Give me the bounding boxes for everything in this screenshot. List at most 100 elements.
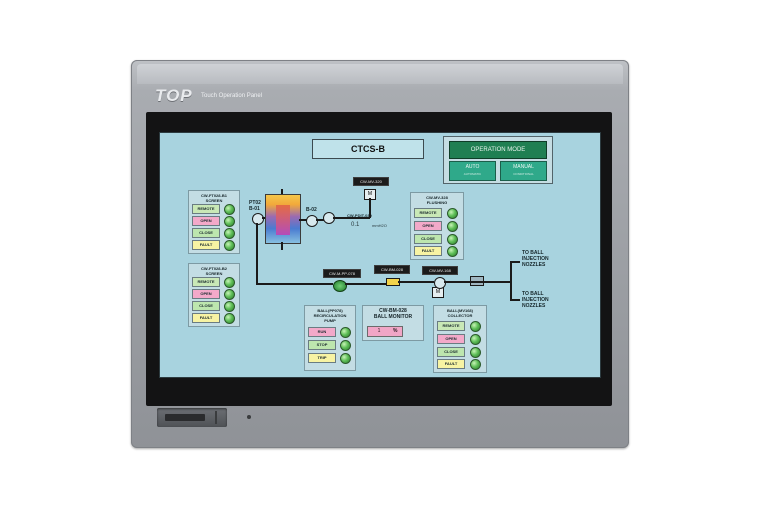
screen-b2-panel: CW-FT028-B2 SCREEN REMOTE OPEN CLOSE FAU… bbox=[188, 263, 240, 327]
pipe-segment bbox=[510, 261, 512, 301]
pipe-segment bbox=[256, 283, 333, 285]
ball-monitor-subtitle: BALL MONITOR bbox=[373, 314, 413, 320]
pump-trip-lamp bbox=[340, 353, 351, 364]
screen-b2-remote-lamp bbox=[224, 277, 235, 288]
ball-monitor-unit: % bbox=[393, 328, 398, 334]
pipe-segment bbox=[345, 283, 386, 285]
valve-b01-icon[interactable] bbox=[252, 213, 264, 225]
pdit-value: 0.1 bbox=[351, 222, 360, 228]
pump-run-button[interactable]: RUN bbox=[308, 327, 336, 337]
screen-b2-close-button[interactable]: CLOSE bbox=[192, 301, 220, 311]
mv168-tag: CW-MV-168 bbox=[422, 266, 458, 275]
pump-trip-indicator: TRIP bbox=[308, 353, 336, 363]
operation-mode-title: OPERATION MODE bbox=[449, 141, 547, 159]
operation-mode-panel: OPERATION MODE AUTO AUTOMATIC MANUAL CON… bbox=[443, 136, 553, 184]
pipe-segment bbox=[281, 242, 283, 250]
screen-b1-fault-indicator: FAULT bbox=[192, 240, 220, 250]
collector-fault-lamp bbox=[470, 359, 481, 370]
pump-subtitle-2: PUMP bbox=[324, 318, 336, 323]
flushing-open-button[interactable]: OPEN bbox=[414, 221, 442, 231]
flushing-remote-button[interactable]: REMOTE bbox=[414, 208, 442, 218]
screen-b2-open-button[interactable]: OPEN bbox=[192, 289, 220, 299]
to-nozzles-1-line2: INJECTION bbox=[522, 256, 549, 262]
auto-mode-sublabel: AUTOMATIC bbox=[463, 172, 482, 176]
pp078-tag: CW-M-PP-078 bbox=[323, 269, 361, 278]
device-top-strip bbox=[137, 64, 623, 84]
ball-collector-panel: BALL(MV168) COLLECTOR REMOTE OPEN CLOSE … bbox=[433, 305, 487, 373]
bm028-tag: CW-BM-028 bbox=[374, 265, 410, 274]
pump-subtitle: RECIRCULATION bbox=[313, 313, 347, 318]
screen-b2-title: CW-FT028-B2 bbox=[201, 266, 227, 271]
screen-b2-remote-button[interactable]: REMOTE bbox=[192, 277, 220, 287]
screen-b1-open-lamp bbox=[224, 216, 235, 227]
collector-title: BALL(MV168) bbox=[446, 308, 473, 313]
b01-label: B-01 bbox=[249, 206, 260, 212]
pump-stop-lamp bbox=[340, 340, 351, 351]
pdit-label: CW-PDIT-030 bbox=[347, 213, 372, 218]
flushing-fault-indicator: FAULT bbox=[414, 246, 442, 256]
pipe-segment bbox=[510, 299, 520, 301]
collector-remote-lamp bbox=[470, 321, 481, 332]
collector-remote-button[interactable]: REMOTE bbox=[437, 321, 465, 331]
usb-port-cover[interactable] bbox=[157, 408, 227, 427]
screen-b1-panel: CW-FT028-B1 SCREEN REMOTE OPEN CLOSE FAU… bbox=[188, 190, 240, 254]
screen-b1-remote-lamp bbox=[224, 204, 235, 215]
ball-monitor-title: CW-BM-028 bbox=[379, 308, 407, 314]
pipe-segment bbox=[316, 219, 324, 221]
screen-b1-fault-lamp bbox=[224, 240, 235, 251]
flushing-open-lamp bbox=[447, 221, 458, 232]
screen-b1-title: CW-FT028-B1 bbox=[201, 193, 227, 198]
pdit-unit: mmH2O bbox=[372, 223, 387, 228]
strainer-core-graphic bbox=[276, 205, 290, 235]
recirculation-pump-panel: BALL(PP078) RECIRCULATION PUMP RUN STOP … bbox=[304, 305, 356, 371]
ball-monitor-value: 1 bbox=[377, 328, 381, 334]
flushing-close-lamp bbox=[447, 234, 458, 245]
collector-subtitle: COLLECTOR bbox=[447, 313, 473, 318]
screen-b1-subtitle: SCREEN bbox=[205, 198, 223, 203]
auto-mode-button[interactable]: AUTO AUTOMATIC bbox=[449, 161, 496, 181]
pump-stop-button[interactable]: STOP bbox=[308, 340, 336, 350]
collector-open-button[interactable]: OPEN bbox=[437, 334, 465, 344]
pipe-segment bbox=[369, 198, 371, 218]
ball-monitor-readout: 1 % bbox=[367, 326, 403, 337]
page-title: CTCS-B bbox=[312, 139, 424, 159]
mv320-tag: CW-MV-320 bbox=[353, 177, 389, 186]
screen-b1-remote-button[interactable]: REMOTE bbox=[192, 204, 220, 214]
manual-mode-label: MANUAL bbox=[513, 164, 534, 170]
usb-slot bbox=[165, 414, 205, 421]
screen-b2-open-lamp bbox=[224, 289, 235, 300]
brand-subtitle: Touch Operation Panel bbox=[201, 93, 263, 99]
valve-b02-icon[interactable] bbox=[306, 215, 318, 227]
collector-close-button[interactable]: CLOSE bbox=[437, 347, 465, 357]
to-nozzles-1-line3: NOZZLES bbox=[522, 262, 546, 268]
flushing-title: CW-MV-328 bbox=[426, 195, 448, 200]
pt02-label: PT02 bbox=[249, 200, 261, 206]
pipe-segment bbox=[510, 261, 520, 263]
screen-b2-fault-indicator: FAULT bbox=[192, 313, 220, 323]
pipe-segment bbox=[256, 223, 258, 283]
pipe-segment bbox=[333, 217, 370, 219]
flushing-close-button[interactable]: CLOSE bbox=[414, 234, 442, 244]
pump-title: BALL(PP078) bbox=[317, 308, 343, 313]
to-nozzles-2-line2: INJECTION bbox=[522, 297, 549, 303]
to-nozzles-2-line1: TO BALL bbox=[522, 291, 544, 297]
collector-fault-indicator: FAULT bbox=[437, 359, 465, 369]
to-nozzles-1-line1: TO BALL bbox=[522, 250, 544, 256]
usb-separator bbox=[215, 411, 217, 424]
pipe-segment bbox=[398, 281, 434, 283]
screen-b1-close-button[interactable]: CLOSE bbox=[192, 228, 220, 238]
mv168-valve-icon[interactable] bbox=[434, 277, 446, 289]
flushing-remote-lamp bbox=[447, 208, 458, 219]
screen-b2-subtitle: SCREEN bbox=[205, 271, 223, 276]
pump-run-lamp bbox=[340, 327, 351, 338]
recirculation-pump-icon[interactable] bbox=[333, 280, 347, 292]
touch-screen[interactable]: CTCS-B OPERATION MODE AUTO AUTOMATIC MAN… bbox=[159, 132, 601, 378]
pipe-segment bbox=[281, 189, 283, 194]
screen-b1-open-button[interactable]: OPEN bbox=[192, 216, 220, 226]
b02-label: B-02 bbox=[306, 207, 317, 213]
screen-b2-close-lamp bbox=[224, 301, 235, 312]
collector-close-lamp bbox=[470, 347, 481, 358]
pipe-segment bbox=[262, 217, 265, 219]
flushing-fault-lamp bbox=[447, 246, 458, 257]
manual-mode-button[interactable]: MANUAL CONDITIONAL bbox=[500, 161, 547, 181]
